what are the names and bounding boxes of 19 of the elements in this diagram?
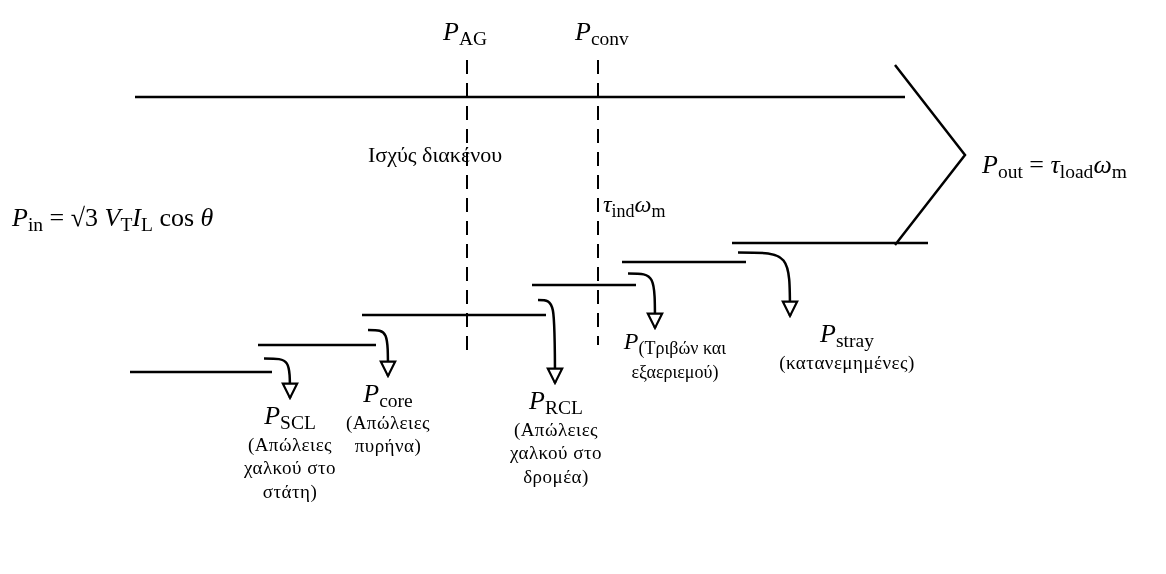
power-formula: τ$_{ind}$ω$_{m}$ bbox=[603, 191, 666, 217]
power-formula: P$_{conv}$ bbox=[575, 17, 629, 46]
curved-arrow bbox=[368, 328, 397, 378]
loss-description: (Απώλειες χαλκού στο στάτη) bbox=[243, 432, 337, 504]
loss-description: (κατανεμημένες) bbox=[779, 351, 915, 375]
curved-arrow bbox=[538, 298, 564, 385]
power-formula: P$_{AG}$ bbox=[443, 17, 488, 46]
region-label: Ισχύς διακένου bbox=[368, 142, 503, 167]
curved-arrow bbox=[738, 251, 799, 318]
loss-symbol: P$_{SCL}$ bbox=[264, 400, 316, 433]
curved-arrow bbox=[264, 357, 299, 400]
loss-symbol: P$_{stray}$ bbox=[820, 318, 874, 351]
loss-symbol: P$_{RCL}$ bbox=[529, 385, 583, 418]
loss-description: (Απώλειες πυρήνα) bbox=[344, 410, 432, 458]
power-formula: P$_{out}$ = τ$_{load}$ω$_{m}$ bbox=[982, 150, 1127, 179]
power-formula: P$_{in}$ = √3 V$_{T}$I$_{L}$ cos θ bbox=[12, 203, 214, 232]
loss-symbol: P$_{core}$ bbox=[363, 378, 413, 411]
curved-arrow bbox=[628, 272, 664, 330]
loss-description: (Απώλειες χαλκού στο δρομέα) bbox=[509, 417, 603, 489]
